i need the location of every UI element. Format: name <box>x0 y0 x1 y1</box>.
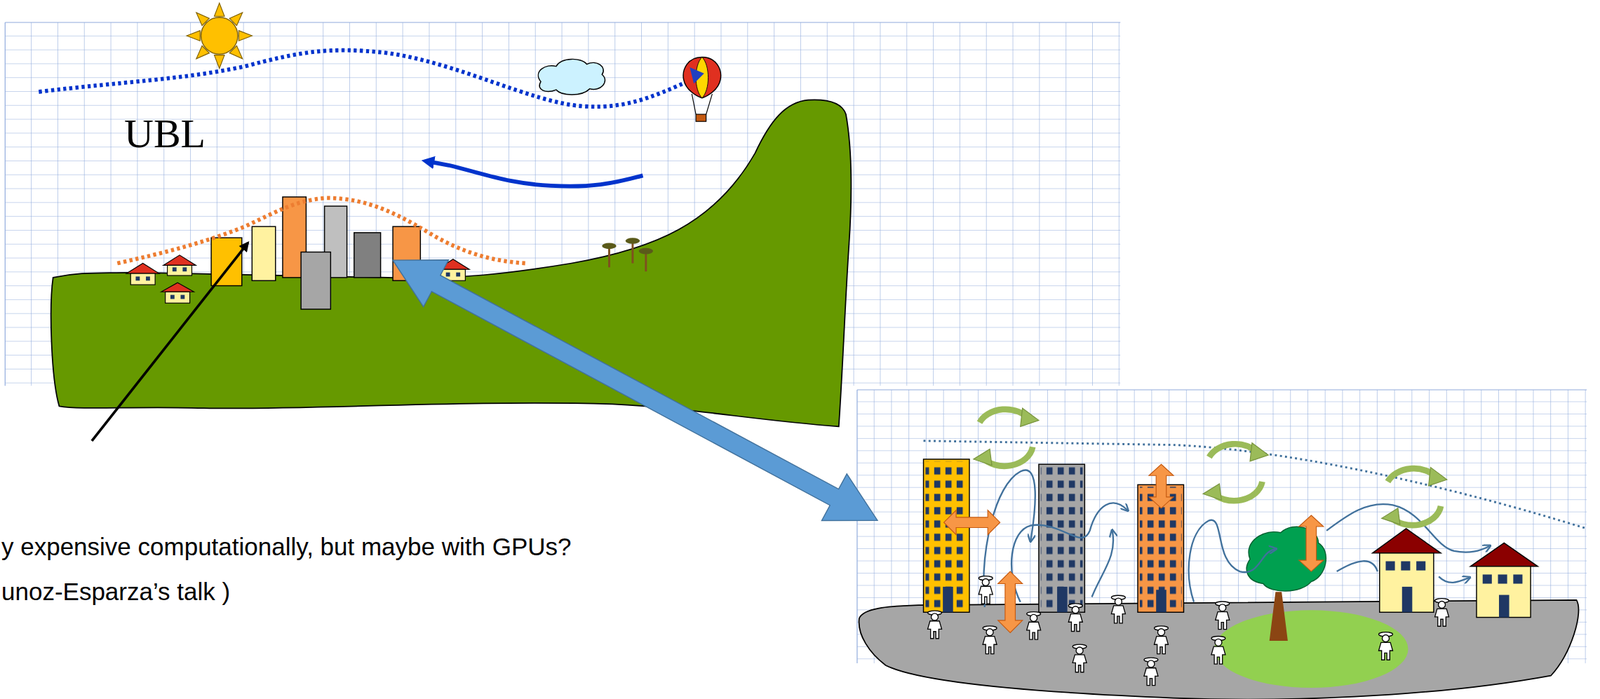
note-text: unoz-Esparza’s talk ) <box>1 577 231 607</box>
note-text: y expensive computationally, but maybe w… <box>1 533 572 562</box>
region-label: UBL <box>124 110 206 158</box>
